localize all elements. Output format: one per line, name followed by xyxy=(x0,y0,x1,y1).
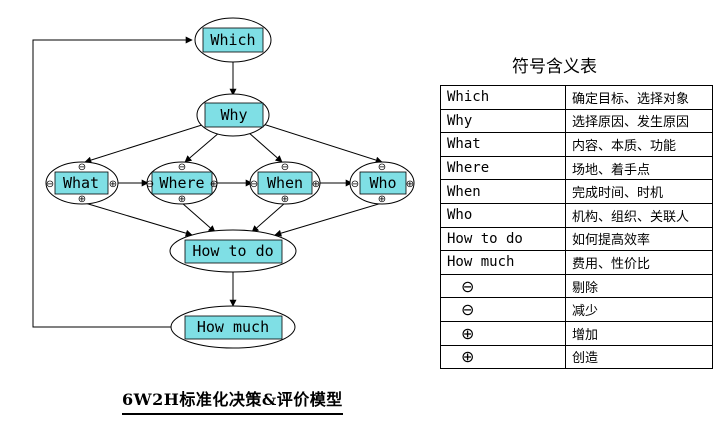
legend-table-title: 符号含义表 xyxy=(512,57,597,77)
legend-value: 增加 xyxy=(565,320,713,346)
who-plus-right-icon: ⊕ xyxy=(406,179,414,190)
where-plus-bottom-icon: ⊕ xyxy=(178,194,186,205)
plus-symbol-icon: ⊕ xyxy=(440,320,566,346)
table-row: What 内容、本质、功能 xyxy=(440,132,713,157)
edges xyxy=(32,36,383,328)
where-minus-left-icon: ⊖ xyxy=(146,179,154,190)
table-row: Which 确定目标、选择对象 xyxy=(440,85,713,110)
table-row: ⊖ 减少 xyxy=(440,297,713,322)
legend-value: 减少 xyxy=(565,297,713,322)
node-label-why: Why xyxy=(220,106,247,124)
legend-value: 费用、性价比 xyxy=(565,250,713,275)
edge-why-when xyxy=(247,131,283,163)
where-minus-top-icon: ⊖ xyxy=(178,162,186,173)
table-row: ⊖ 剔除 xyxy=(440,273,713,299)
node-who: Who xyxy=(349,161,415,205)
what-plus-right-icon: ⊕ xyxy=(109,179,117,190)
what-minus-left-icon: ⊖ xyxy=(46,179,54,190)
legend-value: 剔除 xyxy=(565,273,713,299)
table-row: Where 场地、着手点 xyxy=(440,155,713,181)
edge-why-what xyxy=(84,123,206,164)
node-howmuch: How much xyxy=(170,305,296,349)
node-what: What xyxy=(45,161,119,205)
legend-value: 内容、本质、功能 xyxy=(565,132,713,157)
legend-key: Who xyxy=(440,202,566,228)
legend-key: What xyxy=(440,132,566,157)
table-row: How much 费用、性价比 xyxy=(440,250,713,275)
legend-value: 如何提高效率 xyxy=(565,226,713,252)
node-label-where: Where xyxy=(159,174,204,192)
who-plus-bottom-icon: ⊕ xyxy=(378,194,386,205)
who-minus-top-icon: ⊖ xyxy=(378,162,386,173)
edge-where-howtodo xyxy=(181,202,216,233)
node-symbols: ⊖ ⊖ ⊕ ⊕ ⊖ ⊖ ⊕ ⊕ ⊖ ⊖ ⊕ ⊕ ⊖ ⊖ ⊕ ⊕ xyxy=(46,162,414,205)
node-when: When xyxy=(249,161,321,205)
table-row: Why 选择原因、发生原因 xyxy=(440,108,713,134)
edge-what-howtodo xyxy=(84,202,193,237)
table-row: Who 机构、组织、关联人 xyxy=(440,202,713,228)
table-row: ⊕ 增加 xyxy=(440,320,713,346)
node-label-howtodo: How to do xyxy=(192,242,273,260)
node-which: Which xyxy=(194,17,272,63)
edge-when-howtodo xyxy=(251,202,286,233)
legend-key: How to do xyxy=(440,226,566,252)
legend-key: Where xyxy=(440,155,566,181)
node-where: Where xyxy=(146,161,218,205)
node-label-what: What xyxy=(63,174,99,192)
node-label-who: Who xyxy=(369,174,396,192)
node-label-which: Which xyxy=(210,31,255,49)
who-minus-left-icon: ⊖ xyxy=(351,179,359,190)
legend-value: 确定目标、选择对象 xyxy=(565,85,713,110)
edge-who-howtodo xyxy=(274,202,383,237)
legend-key: Which xyxy=(440,85,566,110)
legend-key: Why xyxy=(440,108,566,134)
plus-symbol-icon: ⊕ xyxy=(440,344,566,370)
when-plus-bottom-icon: ⊕ xyxy=(281,194,289,205)
decision-model-diagram: Which Why What Where When Who How to do … xyxy=(32,17,415,349)
node-label-when: When xyxy=(267,174,303,192)
legend-value: 创造 xyxy=(565,344,713,370)
when-minus-top-icon: ⊖ xyxy=(281,162,289,173)
legend-value: 场地、着手点 xyxy=(565,155,713,181)
edge-why-where xyxy=(184,131,221,163)
minus-symbol-icon: ⊖ xyxy=(440,297,566,322)
node-label-howmuch: How much xyxy=(197,318,269,336)
legend-key: When xyxy=(440,179,566,204)
minus-symbol-icon: ⊖ xyxy=(440,273,566,299)
table-row: How to do 如何提高效率 xyxy=(440,226,713,252)
legend-key: How much xyxy=(440,250,566,275)
what-plus-bottom-icon: ⊕ xyxy=(78,194,86,205)
where-plus-right-icon: ⊕ xyxy=(210,179,218,190)
table-row: When 完成时间、时机 xyxy=(440,179,713,204)
legend-table: Which 确定目标、选择对象 Why 选择原因、发生原因 What 内容、本质… xyxy=(440,85,713,370)
table-row: ⊕ 创造 xyxy=(440,344,713,370)
node-why: Why xyxy=(196,93,270,137)
edge-why-who xyxy=(262,123,383,164)
edge-howmuch-which-loop xyxy=(32,36,193,328)
legend-value: 完成时间、时机 xyxy=(565,179,713,204)
when-minus-left-icon: ⊖ xyxy=(250,179,258,190)
node-howtodo: How to do xyxy=(169,229,297,273)
legend-value: 机构、组织、关联人 xyxy=(565,202,713,228)
legend-value: 选择原因、发生原因 xyxy=(565,108,713,134)
when-plus-right-icon: ⊕ xyxy=(312,179,320,190)
diagram-caption: 6W2H标准化决策&评价模型 xyxy=(122,386,343,415)
what-minus-top-icon: ⊖ xyxy=(78,162,86,173)
